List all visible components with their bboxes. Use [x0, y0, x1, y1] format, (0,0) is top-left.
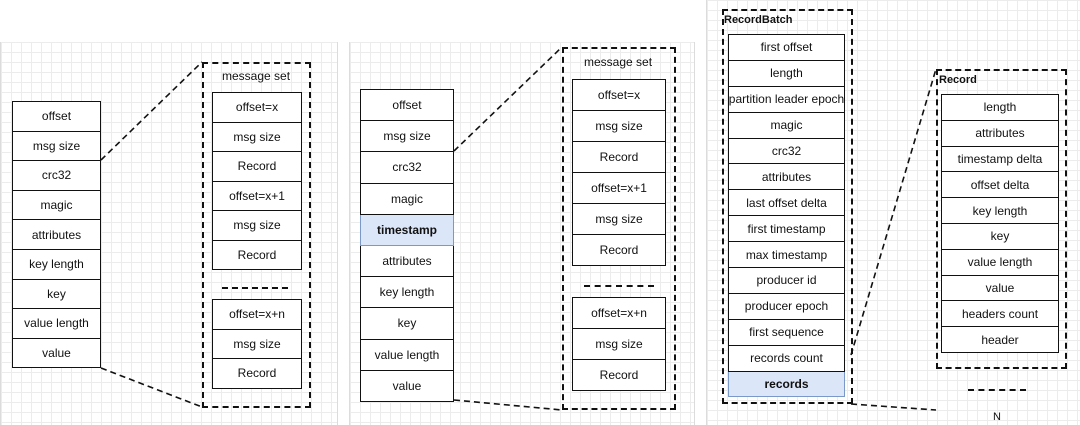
field-key: key: [941, 223, 1059, 250]
field-producer-id: producer id: [728, 268, 845, 294]
field-value-length: value length: [360, 339, 454, 371]
field-headers-count: headers count: [941, 301, 1059, 328]
field-offset-x-1: offset=x+1: [572, 173, 666, 204]
field-length: length: [941, 95, 1059, 121]
field-first-timestamp: first timestamp: [728, 216, 845, 243]
field-key-length: key length: [12, 249, 101, 280]
field-magic: magic: [728, 112, 845, 139]
message-set-v1-ellipsis: [584, 285, 654, 287]
field-offset-x-n: offset=x+n: [572, 298, 666, 329]
field-attributes: attributes: [941, 120, 1059, 147]
field-offset: offset: [360, 90, 454, 122]
field-offset-delta: offset delta: [941, 172, 1059, 199]
message-set-v1-title: message set: [584, 55, 653, 69]
field-value: value: [12, 338, 101, 369]
field-key: key: [12, 279, 101, 310]
field-attributes: attributes: [12, 220, 101, 250]
field-msg-size: msg size: [12, 131, 101, 162]
message-set-v1-box: [562, 47, 676, 410]
field-key: key: [360, 308, 454, 340]
field-crc32: crc32: [728, 138, 845, 165]
field-attributes: attributes: [360, 245, 454, 278]
field-offset-x-n: offset=x+n: [212, 300, 302, 330]
field-msg-size: msg size: [360, 121, 454, 153]
field-length: length: [728, 60, 845, 87]
record-ellipsis: [968, 389, 1026, 391]
field-timestamp: timestamp: [360, 214, 454, 246]
field-offset: offset: [12, 102, 101, 132]
field-producer-epoch: producer epoch: [728, 293, 845, 320]
record-batch-title: RecordBatch: [724, 14, 793, 26]
field-header: header: [941, 327, 1059, 353]
field-offset-x-1: offset=x+1: [212, 181, 302, 211]
field-value: value: [941, 275, 1059, 302]
field-records: records: [728, 371, 845, 398]
field-record: Record: [572, 360, 666, 391]
field-timestamp-delta: timestamp delta: [941, 146, 1059, 173]
field-record: Record: [212, 359, 302, 389]
field-value: value: [360, 370, 454, 402]
field-crc32: crc32: [12, 161, 101, 191]
field-records-count: records count: [728, 345, 845, 372]
field-offset-x: offset=x: [212, 93, 302, 123]
field-first-sequence: first sequence: [728, 319, 845, 346]
record-title: Record: [939, 74, 977, 86]
field-partition-leader-epoch: partition leader epoch: [728, 86, 845, 113]
field-value-length: value length: [941, 249, 1059, 276]
message-set-v0-box: [202, 62, 311, 408]
field-value-length: value length: [12, 309, 101, 339]
field-crc32: crc32: [360, 152, 454, 184]
field-msg-size: msg size: [572, 111, 666, 142]
field-record: Record: [212, 152, 302, 182]
field-msg-size: msg size: [212, 211, 302, 241]
field-attributes: attributes: [728, 164, 845, 191]
field-max-timestamp: max timestamp: [728, 242, 845, 269]
field-msg-size: msg size: [212, 329, 302, 359]
field-key-length: key length: [360, 277, 454, 309]
field-offset-x: offset=x: [572, 80, 666, 111]
field-record: Record: [212, 240, 302, 270]
message-set-v0-title: message set: [222, 69, 291, 83]
field-record: Record: [572, 235, 666, 266]
field-last-offset-delta: last offset delta: [728, 190, 845, 217]
field-magic: magic: [360, 183, 454, 215]
field-magic: magic: [12, 190, 101, 221]
field-record: Record: [572, 142, 666, 173]
record-box: [936, 69, 1067, 369]
field-first-offset: first offset: [728, 35, 845, 61]
field-key-length: key length: [941, 198, 1059, 224]
record-count-n-label: N: [993, 411, 1001, 423]
field-msg-size: msg size: [572, 329, 666, 360]
field-msg-size: msg size: [212, 122, 302, 152]
field-msg-size: msg size: [572, 204, 666, 235]
message-set-v0-ellipsis: [222, 287, 288, 289]
